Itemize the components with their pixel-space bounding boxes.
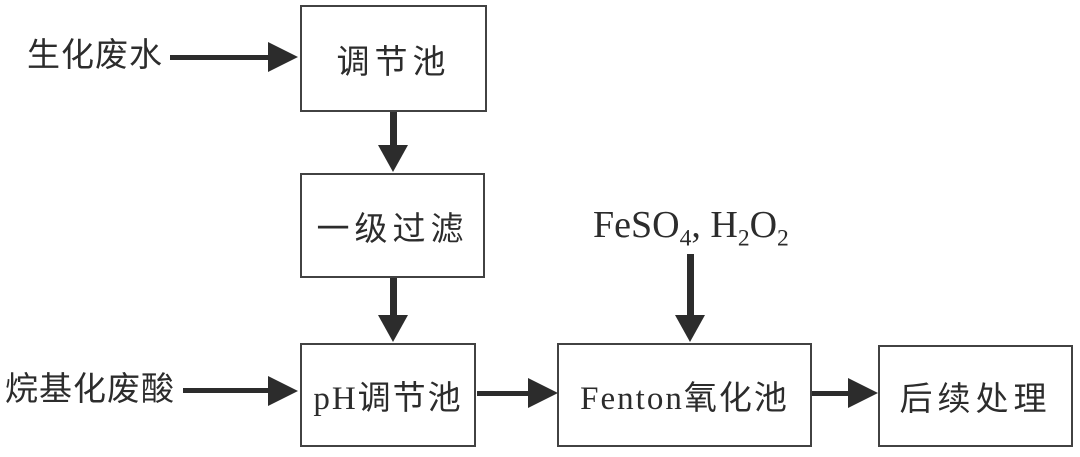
arrow-shaft <box>390 278 397 315</box>
arrow-shaft <box>812 391 850 396</box>
fenton-oxidation-tank-box: Fenton氧化池 <box>557 343 812 447</box>
arrow-head-right-icon <box>848 378 878 408</box>
primary-filtration-box: 一级过滤 <box>300 173 485 278</box>
alkylation-waste-acid-label: 烷基化废酸 <box>5 372 175 408</box>
regulating-tank-label: 调节池 <box>336 44 451 81</box>
subsequent-treatment-label: 后续处理 <box>899 382 1052 418</box>
subsequent-treatment-box: 后续处理 <box>878 345 1073 447</box>
arrow-head-down-icon <box>675 315 705 342</box>
ph-regulating-tank-box: pH调节池 <box>300 343 476 447</box>
arrow-head-right-icon <box>268 42 298 72</box>
ph-regulating-tank-label: pH调节池 <box>313 381 463 417</box>
regulating-tank-box: 调节池 <box>300 5 487 112</box>
arrow-shaft <box>477 391 528 396</box>
reagent-sub-2a: 2 <box>737 225 750 252</box>
arrow-shaft <box>170 55 268 60</box>
biochemical-wastewater-label: 生化废水 <box>27 38 163 74</box>
reagent-sub-2b: 2 <box>777 225 789 252</box>
arrow-shaft <box>183 388 268 393</box>
arrow-head-down-icon <box>378 315 408 342</box>
arrow-head-right-icon <box>528 378 558 408</box>
reagent-text-feso: FeSO <box>593 204 680 246</box>
reagent-sub-4: 4 <box>679 225 692 252</box>
arrow-head-down-icon <box>378 145 408 172</box>
arrow-shaft <box>687 254 694 315</box>
fenton-oxidation-tank-label: Fenton氧化池 <box>580 381 789 417</box>
reagent-text-o: O <box>749 204 778 246</box>
primary-filtration-label: 一级过滤 <box>316 211 469 248</box>
arrow-head-right-icon <box>268 376 298 406</box>
arrow-shaft <box>390 112 397 145</box>
reagent-label: FeSO4, H2O2 <box>593 204 789 250</box>
reagent-text-h: , H <box>691 204 738 246</box>
